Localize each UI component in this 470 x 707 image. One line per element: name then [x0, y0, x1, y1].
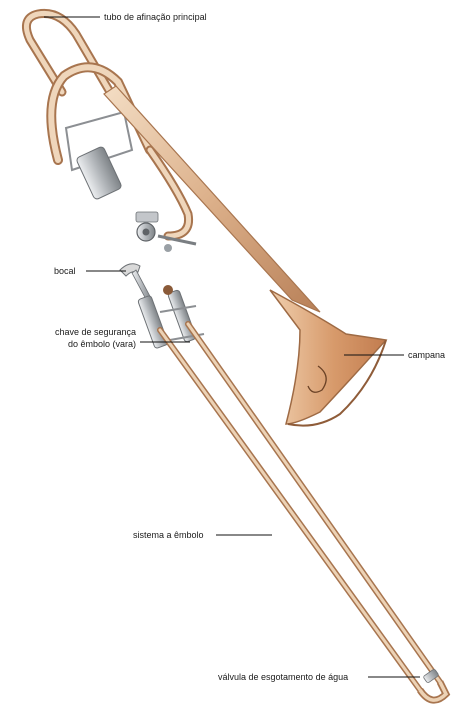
- label-slide-lock-line2: do êmbolo (vara): [68, 339, 136, 350]
- label-water-key: válvula de esgotamento de água: [218, 672, 348, 683]
- bell-flare: [270, 290, 386, 426]
- slide-crook: [420, 669, 446, 700]
- label-bell: campana: [408, 350, 445, 361]
- label-slide-system: sistema a êmbolo: [133, 530, 204, 541]
- main-tuning-slide: [26, 13, 110, 92]
- label-main-tuning-slide: tubo de afinação principal: [104, 12, 207, 23]
- label-slide-lock-line1: chave de segurança: [55, 327, 136, 338]
- label-mouthpiece: bocal: [54, 266, 76, 277]
